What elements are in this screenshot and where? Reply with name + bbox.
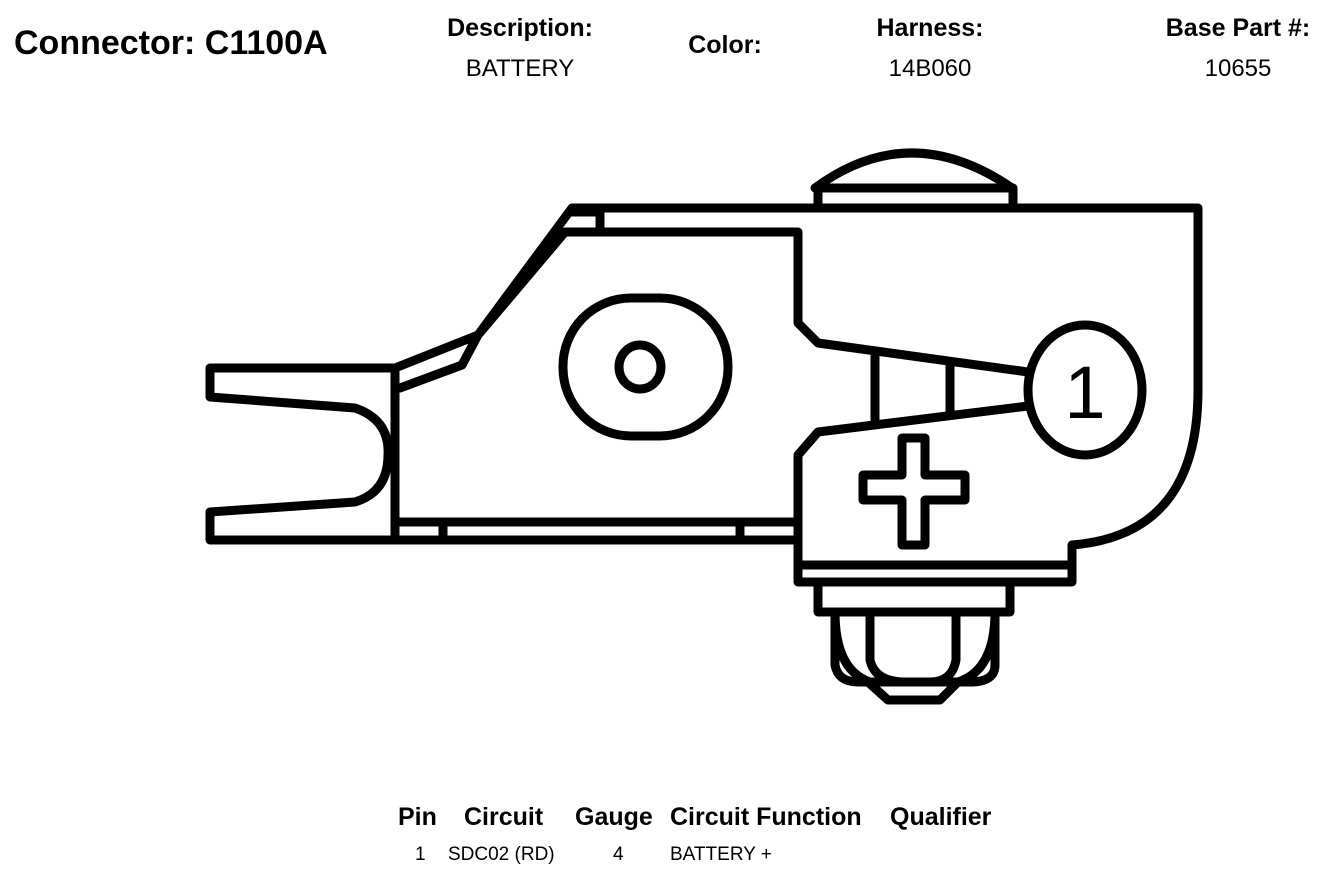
nut-tip — [863, 677, 963, 705]
nut-middle — [865, 607, 961, 687]
base-part-label: Base Part #: — [1165, 14, 1311, 42]
color-block: Color: — [605, 31, 845, 60]
description-value: BATTERY — [465, 55, 575, 82]
base-part-block: Base Part #: 10655 — [1118, 14, 1344, 83]
base-part-value: 10655 — [1204, 55, 1272, 82]
pin-circle — [1023, 320, 1147, 460]
wedge — [390, 330, 483, 393]
nut-left-lobe — [830, 607, 875, 687]
color-label: Color: — [688, 31, 762, 59]
bolt-hole — [614, 340, 666, 394]
fork-terminal — [205, 363, 400, 545]
harness-value: 14B060 — [888, 55, 972, 82]
harness-block: Harness: 14B060 — [810, 14, 1050, 83]
description-label: Description: — [447, 14, 593, 42]
main-body — [390, 203, 1203, 587]
top-cap — [810, 148, 1017, 193]
harness-label: Harness: — [876, 14, 984, 42]
base-plate-lower — [813, 577, 1015, 617]
plus-icon — [858, 433, 970, 550]
pin-number: 1 — [1064, 351, 1105, 434]
connector-title: Connector: C1100A — [14, 24, 328, 62]
description-block: Description: BATTERY — [400, 14, 640, 83]
nut-right-lobe — [953, 607, 1000, 687]
